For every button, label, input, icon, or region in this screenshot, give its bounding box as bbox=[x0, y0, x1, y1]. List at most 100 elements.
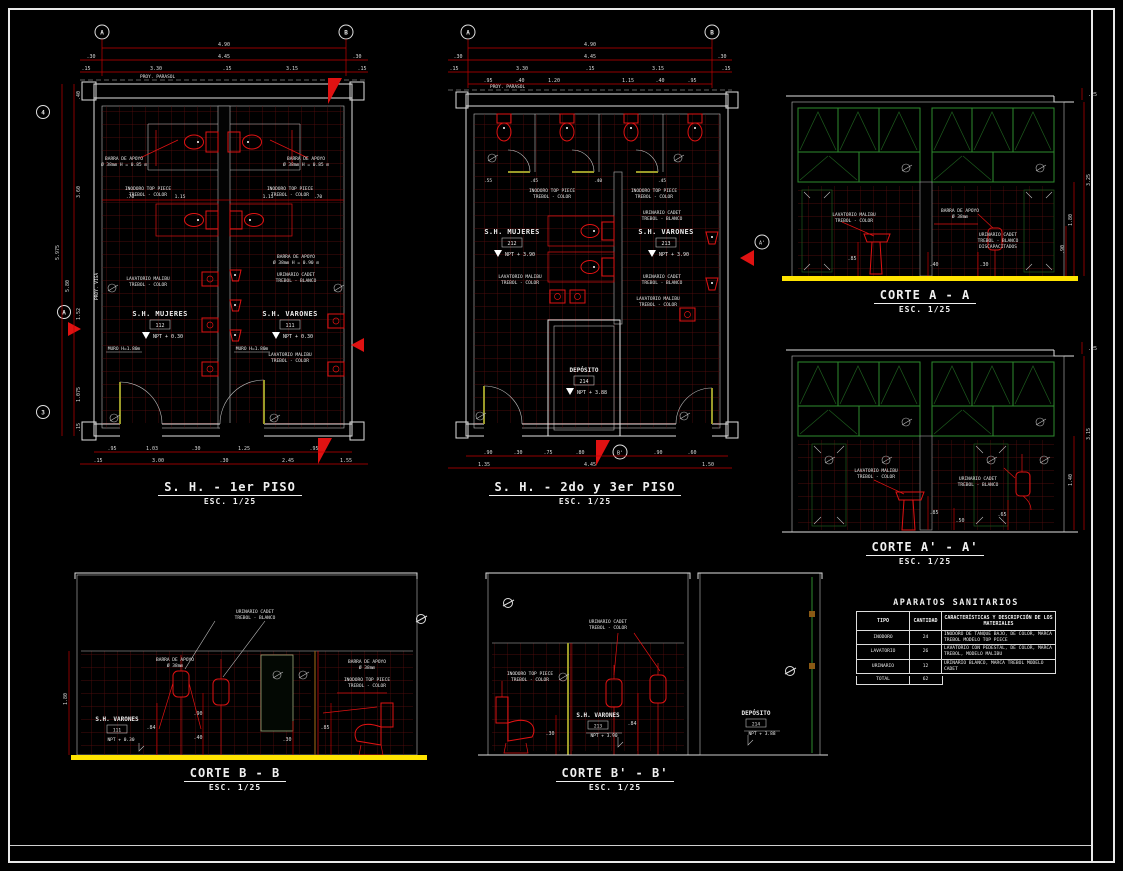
npt-level: NPT + 3.90 bbox=[648, 250, 689, 258]
svg-text:NPT + 3.88: NPT + 3.88 bbox=[748, 731, 775, 737]
label-inodoro: INODORO TOP PIECE bbox=[344, 677, 390, 683]
dimension-column-left: 1.80 bbox=[63, 651, 70, 755]
top-wall bbox=[465, 93, 729, 107]
corte-a2-a2: LAVATORIO MALIBU TREBOL - COLOR URINARIO… bbox=[782, 342, 1097, 533]
label-urinario: TREBOL - BLANCO bbox=[642, 280, 683, 286]
section-outline bbox=[699, 572, 821, 756]
title-corte-b2: CORTE B' - B' ESC. 1/25 bbox=[515, 762, 715, 792]
label-urinario: URINARIO CADET bbox=[979, 232, 1017, 238]
title-corte-bb: CORTE B - B ESC. 1/25 bbox=[135, 762, 335, 792]
keynote-icon bbox=[475, 153, 691, 421]
toilet-plan-icon bbox=[580, 221, 615, 241]
label-barra-spec: Ø 38mm bbox=[167, 662, 184, 669]
room-name-deposito: DEPÓSITO bbox=[742, 710, 771, 717]
label-urinario: URINARIO CADET bbox=[643, 210, 681, 216]
label-barra-spec: Ø 38mm bbox=[359, 664, 376, 671]
title-corte-aa: CORTE A - A ESC. 1/25 bbox=[825, 284, 1025, 314]
svg-text:.15: .15 bbox=[449, 66, 458, 72]
npt-level: NPT + 3.90 bbox=[586, 732, 624, 748]
svg-text:1.80: 1.80 bbox=[63, 693, 69, 705]
keynote-icon bbox=[824, 455, 1051, 465]
title-corte-a2-text: CORTE A' - A' bbox=[865, 540, 985, 556]
room-name-mujeres: S.H. MUJERES bbox=[484, 228, 539, 236]
dimension-column-right: .25 3.25 1.80 .90 bbox=[1060, 88, 1097, 276]
door-swing bbox=[119, 381, 163, 437]
cell-cantidad: 26 bbox=[909, 645, 941, 659]
lavatory-plan-icon bbox=[679, 307, 696, 322]
label-lavatorio: TREBOL - COLOR bbox=[835, 218, 873, 224]
svg-text:NPT + 3.88: NPT + 3.88 bbox=[577, 390, 607, 396]
window-elevation bbox=[931, 107, 1055, 183]
tile-floor-varones bbox=[230, 106, 344, 428]
label-urinario: URINARIO CADET bbox=[589, 619, 627, 625]
cell-descripcion: LAVATORIO CON PEDESTAL, DE COLOR, MARCA … bbox=[941, 645, 1055, 659]
tile-wainscot bbox=[798, 186, 920, 276]
grid-bubble-b: B bbox=[338, 24, 354, 76]
svg-text:1.15: 1.15 bbox=[263, 194, 274, 200]
urinal-elevation-icon bbox=[1003, 454, 1032, 511]
center-dividing-wall bbox=[613, 171, 623, 325]
title-corte-b2-text: CORTE B' - B' bbox=[555, 766, 675, 782]
sanitary-table-caption: APARATOS SANITARIOS bbox=[893, 598, 1019, 608]
grid-bubble-b: B bbox=[704, 24, 720, 88]
svg-text:213: 213 bbox=[661, 241, 670, 247]
cell-descripcion: INODORO DE TANQUE BAJO, DE COLOR, MARCA … bbox=[941, 631, 1055, 645]
label-inodoro: TREBOL - COLOR bbox=[129, 192, 167, 198]
npt-level: NPT + 0.30 bbox=[107, 737, 145, 752]
dimension-column-left: 5.975 5.80 .40 3.60 1.52 1.075 .15 bbox=[55, 84, 82, 436]
svg-text:1.52: 1.52 bbox=[76, 308, 82, 320]
col-header-caracteristicas: CARACTERÍSTICAS Y DESCRIPCIÓN DE LOS MAT… bbox=[941, 612, 1055, 630]
dimension-row: .84 .90 .40 .30 .85 bbox=[146, 693, 332, 755]
svg-text:B': B' bbox=[617, 451, 623, 457]
cell-descripcion: URINARIO BLANCO, MARCA TREBOL MODELO CAD… bbox=[941, 659, 1055, 674]
svg-text:.85: .85 bbox=[929, 510, 938, 516]
svg-text:3.15: 3.15 bbox=[1086, 428, 1092, 440]
label-lavatorio: LAVATORIO MALIBU bbox=[854, 468, 898, 474]
toilet-plan-icon bbox=[496, 113, 512, 142]
table-row: INODORO 24 INODORO DE TANQUE BAJO, DE CO… bbox=[857, 630, 1055, 645]
keynote-icon bbox=[502, 598, 570, 682]
label-barra-spec: Ø 38mm H = 0.90 m bbox=[273, 259, 319, 266]
pedestal-sink-icon bbox=[841, 221, 891, 275]
bottom-wall bbox=[465, 423, 729, 437]
title-corte-a2-scale: ESC. 1/25 bbox=[898, 557, 952, 566]
svg-text:.84: .84 bbox=[627, 721, 636, 727]
section-flag-right bbox=[351, 338, 364, 352]
floor-line-yellow bbox=[71, 755, 427, 760]
label-barra: BARRA DE APOYO bbox=[941, 208, 979, 214]
svg-text:.70: .70 bbox=[126, 194, 134, 200]
toilet-plan-icon bbox=[623, 113, 639, 142]
title-plan2-scale: ESC. 1/25 bbox=[558, 497, 612, 506]
svg-text:4.45: 4.45 bbox=[218, 54, 230, 60]
svg-text:.30: .30 bbox=[282, 737, 291, 743]
svg-text:.45: .45 bbox=[658, 178, 666, 184]
cell-tipo: LAVATORIO bbox=[870, 649, 896, 655]
plan-1er-piso: A B 4.90 .30 4.45 .30 .15 3.30 .15 3.15 bbox=[36, 24, 368, 465]
svg-text:3.60: 3.60 bbox=[76, 186, 82, 198]
svg-text:5.80: 5.80 bbox=[65, 280, 71, 292]
room-name-varones: S.H. VARONES bbox=[262, 310, 317, 318]
parasol-projection-line: PROY. PARASOL bbox=[80, 74, 368, 81]
title-plan1-scale: ESC. 1/25 bbox=[203, 497, 257, 506]
svg-text:NPT + 3.90: NPT + 3.90 bbox=[505, 252, 535, 258]
svg-text:.90: .90 bbox=[483, 450, 492, 456]
svg-text:.30: .30 bbox=[717, 54, 726, 60]
dimension-row: 4.90 .30 4.45 .30 .15 3.30 .15 3.15 .15 … bbox=[448, 42, 732, 85]
table-row: URINARIO 12 URINARIO BLANCO, MARCA TREBO… bbox=[857, 658, 1055, 674]
corte-a-a: LAVATORIO MALIBU TREBOL - COLOR BARRA DE… bbox=[782, 88, 1097, 281]
total-label: TOTAL bbox=[876, 677, 890, 683]
section-flag-bottom bbox=[318, 438, 332, 464]
keynote-icon bbox=[107, 283, 345, 423]
svg-text:.90: .90 bbox=[193, 711, 202, 717]
svg-text:.40: .40 bbox=[515, 78, 524, 84]
npt-level: NPT + 0.30 bbox=[142, 332, 183, 340]
svg-text:1.15: 1.15 bbox=[622, 78, 634, 84]
title-plan2: S. H. - 2do y 3er PISO ESC. 1/25 bbox=[485, 476, 685, 506]
label-lavatorio: LAVATORIO MALIBU bbox=[126, 276, 170, 282]
label-lavatorio: TREBOL - COLOR bbox=[129, 282, 167, 288]
label-lavatorio: TREBOL - COLOR bbox=[271, 358, 309, 364]
leader-line bbox=[613, 632, 661, 676]
label-inodoro: INODORO TOP PIECE bbox=[125, 186, 171, 192]
room-tag: 214 bbox=[745, 718, 767, 728]
label-urinario: TREBOL - BLANCO bbox=[978, 238, 1019, 244]
